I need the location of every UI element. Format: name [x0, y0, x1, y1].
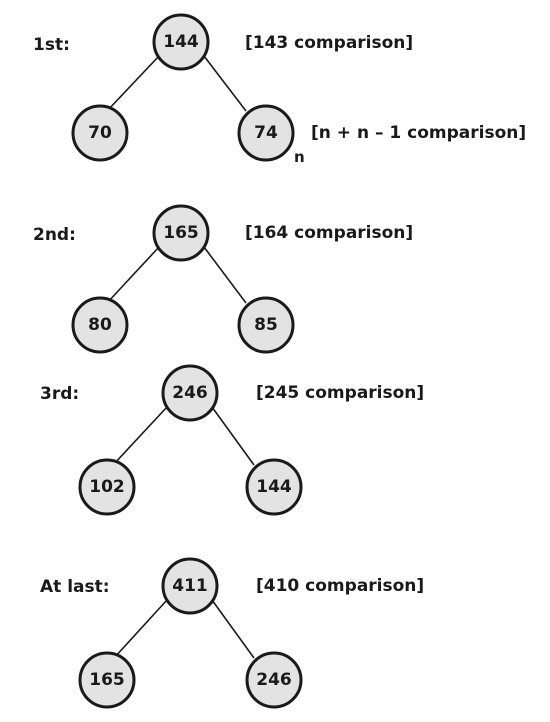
- root-node: [161, 364, 219, 422]
- step-2: 2nd: 165 80 85 [164 comparison]: [33, 204, 413, 354]
- edge-left: [106, 55, 160, 112]
- root-node-value: 165: [163, 223, 199, 243]
- edge-right: [211, 599, 255, 659]
- right-node-value: 85: [254, 315, 278, 335]
- right-node-value: 246: [256, 670, 292, 690]
- step-label: 2nd:: [33, 225, 76, 245]
- root-node: [152, 13, 210, 71]
- left-node-value: 80: [88, 315, 112, 335]
- left-node: [78, 458, 136, 516]
- comparison-note: [164 comparison]: [245, 223, 413, 243]
- step-label: 1st:: [33, 35, 70, 55]
- step-4: At last: 411 165 246 [410 comparison]: [40, 557, 424, 709]
- edge-left: [113, 599, 168, 659]
- left-node-value: 165: [89, 670, 125, 690]
- root-node-value: 144: [163, 32, 199, 52]
- comparison-formula-note: [n + n – 1 comparison]: [311, 123, 526, 143]
- step-3: 3rd: 246 102 144 [245 comparison]: [40, 364, 424, 516]
- right-node: [245, 458, 303, 516]
- comparison-note: [410 comparison]: [256, 576, 424, 596]
- root-node-value: 246: [172, 383, 208, 403]
- right-node: [245, 651, 303, 709]
- left-node: [78, 651, 136, 709]
- right-node-value: 144: [256, 477, 292, 497]
- edge-right: [203, 246, 247, 304]
- right-node: [237, 296, 295, 354]
- edge-right: [211, 406, 255, 466]
- root-node-value: 411: [172, 576, 208, 596]
- right-node: [237, 104, 295, 162]
- left-node: [71, 296, 129, 354]
- left-node-value: 70: [88, 123, 112, 143]
- right-node-value: 74: [254, 123, 278, 143]
- root-node: [152, 204, 210, 262]
- step-1: 1st: 144 70 74 [143 comparison] n [n + n…: [33, 13, 526, 166]
- comparison-note: [143 comparison]: [245, 33, 413, 53]
- left-node-value: 102: [89, 477, 125, 497]
- root-node: [161, 557, 219, 615]
- step-label: At last:: [40, 577, 110, 597]
- step-label: 3rd:: [40, 384, 79, 404]
- edge-left: [106, 246, 160, 304]
- edge-right: [203, 55, 247, 112]
- edge-left: [112, 406, 168, 466]
- left-node: [71, 104, 129, 162]
- right-node-subscript: n: [294, 148, 305, 166]
- comparison-note: [245 comparison]: [256, 383, 424, 403]
